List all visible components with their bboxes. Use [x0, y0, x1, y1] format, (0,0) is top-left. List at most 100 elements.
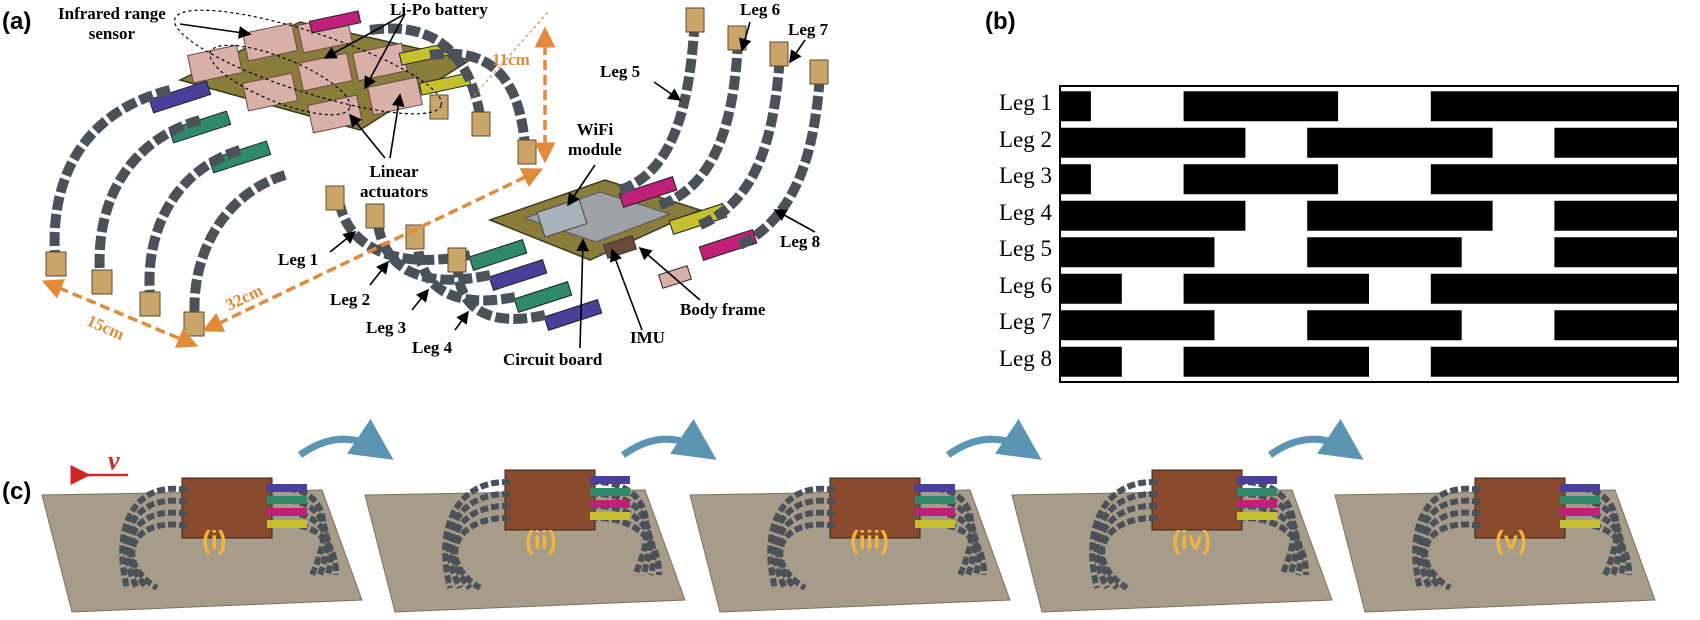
robot-actuator-1-3 [267, 508, 307, 516]
robot-leg-left-2-4 [452, 514, 511, 591]
label-infrared-sensor: Infrared range sensor [58, 4, 166, 43]
robot-leg-left-3-1 [767, 485, 836, 589]
frame-label-3: (iii) [850, 525, 889, 555]
label-leg-7: Leg 7 [788, 20, 829, 39]
dimension-height: 11cm [492, 50, 530, 69]
gait-stance-bar-leg4-1 [1060, 200, 1246, 231]
gait-stance-bar-leg2-2 [1307, 127, 1493, 158]
label-leg-1: Leg 1 [278, 250, 319, 269]
robot-actuator-1-2 [267, 496, 307, 504]
gait-stance-bar-leg1-1 [1060, 91, 1091, 122]
callout-arrows [179, 13, 816, 349]
gait-diagram [1059, 85, 1679, 383]
gait-stance-bar-leg6-2 [1183, 273, 1369, 304]
label-wifi-module: WiFi module [568, 120, 622, 159]
gait-stance-bar-leg6-3 [1430, 273, 1678, 304]
robot-actuator-2-4 [590, 512, 630, 520]
robot-actuator-1-1 [267, 484, 307, 492]
gait-stance-bar-leg1-2 [1183, 91, 1339, 122]
robot-body-4 [1151, 469, 1243, 531]
gait-leg-label-7: Leg 7 [998, 309, 1052, 334]
frame-label-4: (iv) [1172, 525, 1211, 555]
frame-label-2: (ii) [525, 525, 557, 555]
gait-stance-bar-leg7-1 [1060, 310, 1215, 341]
robot-actuator-4-4 [1237, 512, 1277, 520]
gait-stance-bar-leg5-2 [1307, 237, 1462, 268]
gait-stance-bar-leg6-1 [1060, 273, 1122, 304]
gait-stance-bar-leg8-2 [1183, 346, 1369, 377]
robot-actuator-3-1 [915, 484, 955, 492]
robot-leg-left-5-4 [1422, 521, 1481, 591]
robot-leg-left-2-1 [442, 478, 511, 589]
robot-actuator-5-3 [1560, 508, 1600, 516]
robot-actuator-5-1 [1560, 484, 1600, 492]
label-leg-5: Leg 5 [600, 62, 641, 81]
robot-actuator-2-2 [590, 488, 630, 496]
robot-leg-left-2-3 [449, 502, 511, 591]
robot-body-5 [1474, 477, 1566, 539]
gait-stance-bar-leg5-1 [1060, 237, 1215, 268]
transition-arrow-2 [620, 418, 717, 460]
robot-actuator-5-2 [1560, 496, 1600, 504]
robot-actuator-1-4 [267, 520, 307, 528]
robot-leg-left-1-4 [129, 521, 188, 591]
label-leg-8: Leg 8 [780, 232, 821, 251]
robot-leg-left-4-4 [1099, 514, 1158, 591]
gait-leg-label-5: Leg 5 [998, 236, 1052, 261]
robot-actuator-5-4 [1560, 520, 1600, 528]
gait-leg-label-8: Leg 8 [998, 345, 1052, 371]
robot-actuator-2-3 [590, 500, 630, 508]
label-li-po-battery: Li-Po battery [390, 0, 488, 19]
gait-stance-bar-leg1-3 [1430, 91, 1678, 122]
label-leg-3: Leg 3 [366, 318, 407, 337]
robot-leg-left-2-2 [446, 490, 511, 590]
robot-body-2 [504, 469, 596, 531]
label-circuit-board: Circuit board [503, 350, 603, 369]
frame-label-5: (v) [1495, 525, 1527, 555]
gait-leg-label-3: Leg 3 [998, 163, 1052, 188]
gait-leg-label-2: Leg 2 [998, 126, 1052, 152]
robot-leg-left-4-2 [1093, 490, 1158, 590]
gait-stance-bar-leg3-3 [1430, 164, 1678, 195]
gait-stance-bar-leg7-3 [1554, 310, 1678, 341]
panel-label-b: (b) [985, 8, 1016, 35]
robot-leg-left-5-2 [1416, 497, 1481, 590]
robot-actuator-3-4 [915, 520, 955, 528]
frame-label-1: (i) [202, 525, 227, 555]
robot-leg-left-1-2 [123, 497, 188, 590]
gait-stance-bar-leg3-1 [1060, 164, 1091, 195]
panel-label-a: (a) [2, 8, 32, 35]
dimension-lines [41, 11, 556, 348]
gait-stance-bar-leg3-2 [1183, 164, 1339, 195]
gait-stance-bar-leg8-3 [1430, 346, 1678, 377]
robot-actuator-4-3 [1237, 500, 1277, 508]
gait-leg-label-1: Leg 1 [998, 90, 1052, 115]
robot-leg-left-4-1 [1089, 478, 1158, 589]
label-imu: IMU [630, 328, 665, 347]
robot-actuator-4-2 [1237, 488, 1277, 496]
robot-actuator-3-3 [915, 508, 955, 516]
gait-stance-bar-leg4-2 [1307, 200, 1493, 231]
gait-stance-bar-leg2-1 [1060, 127, 1246, 158]
robot-leg-left-4-3 [1096, 502, 1158, 591]
label-leg-6: Leg 6 [740, 0, 781, 19]
transition-arrow-1 [297, 418, 394, 460]
robot-leg-left-1-1 [119, 485, 188, 589]
robot-body-1 [181, 477, 273, 539]
robot-leg-left-5-1 [1412, 485, 1481, 589]
robot-leg-left-3-4 [777, 521, 836, 591]
robot-actuator-4-1 [1237, 476, 1277, 484]
transition-arrow-4 [1267, 418, 1364, 460]
label-body-frame: Body frame [680, 300, 766, 319]
gait-stance-bar-leg4-3 [1554, 200, 1678, 231]
label-leg-2: Leg 2 [330, 290, 371, 309]
robot-exploded-view [41, 7, 829, 349]
robot-actuator-3-2 [915, 496, 955, 504]
velocity-label: v [108, 446, 120, 475]
gait-leg-label-6: Leg 6 [998, 272, 1052, 298]
gait-stance-bar-leg7-2 [1307, 310, 1462, 341]
robot-body-3 [829, 477, 921, 539]
transition-arrow-3 [945, 418, 1042, 460]
panel-label-c: (c) [2, 478, 32, 505]
